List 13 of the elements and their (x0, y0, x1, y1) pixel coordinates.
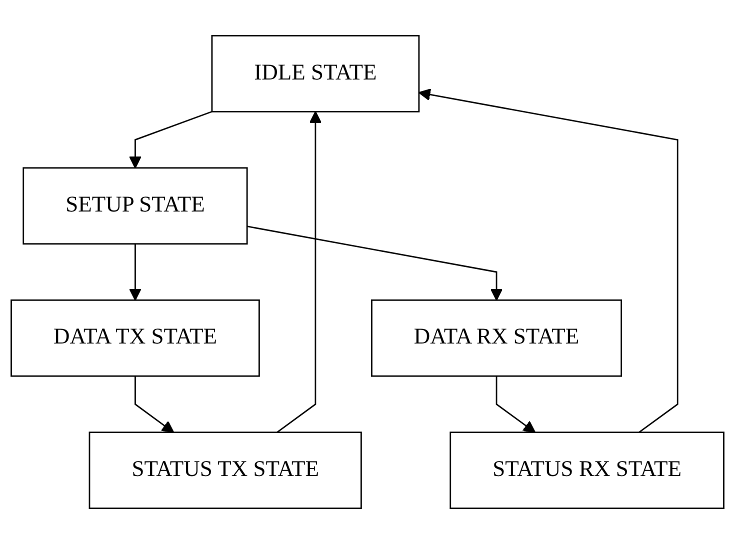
arrow (496, 376, 536, 433)
node-box: STATUS RX STATE (450, 432, 724, 510)
arrow (134, 376, 174, 433)
arrow (246, 226, 503, 301)
node-box: DATA RX STATE (371, 299, 622, 377)
node-box: STATUS TX STATE (88, 432, 362, 510)
arrow (418, 88, 678, 433)
node-box: IDLE STATE (211, 34, 420, 112)
arrow (276, 111, 322, 433)
node-box: DATA TX STATE (10, 299, 260, 377)
arrow (129, 244, 142, 301)
node-box: SETUP STATE (22, 167, 248, 245)
arrow (129, 110, 212, 168)
